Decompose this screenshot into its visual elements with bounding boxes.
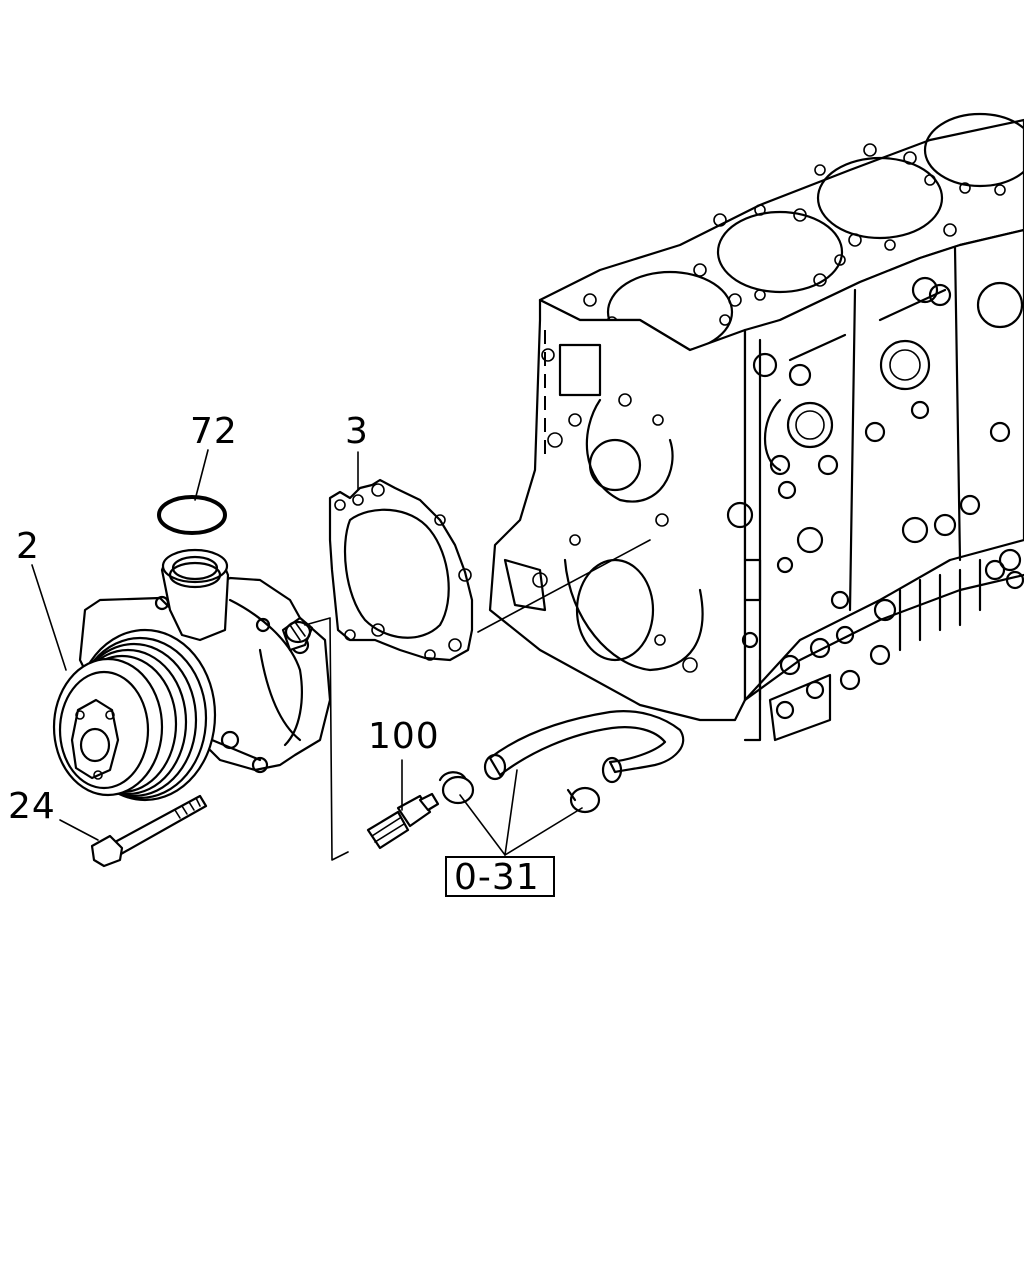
reference-box-0-31: 0-31 <box>445 856 555 898</box>
callout-2: 2 <box>16 526 40 567</box>
gasket-part-3 <box>328 478 474 662</box>
callout-72: 72 <box>190 411 238 452</box>
o-ring-part-72 <box>157 495 227 535</box>
sensor-part-100 <box>366 792 440 850</box>
leader-lines <box>31 449 583 856</box>
alignment-line <box>477 539 651 633</box>
hose-assembly <box>438 710 685 814</box>
engine-block <box>488 112 1024 742</box>
callout-0-31: 0-31 <box>454 857 540 898</box>
callout-100: 100 <box>368 716 440 757</box>
water-pump-part-2 <box>52 548 332 802</box>
callout-24: 24 <box>8 786 56 827</box>
bolt-part-24 <box>90 794 208 868</box>
callout-3: 3 <box>345 411 369 452</box>
alignment-line <box>304 617 349 861</box>
